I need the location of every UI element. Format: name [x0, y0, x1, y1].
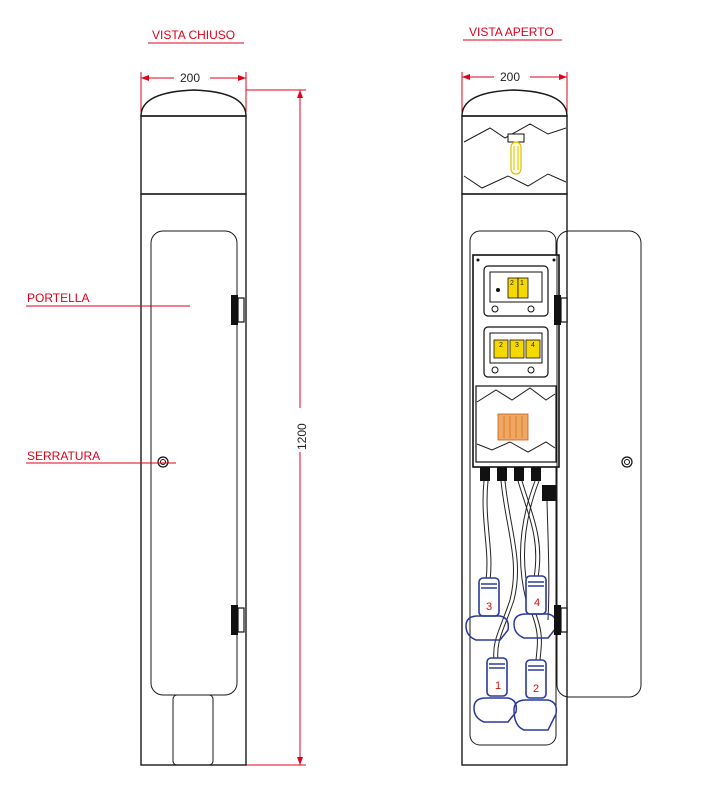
open-view-title: VISTA APERTO	[469, 25, 554, 39]
closed-hinge-top	[231, 295, 245, 325]
closed-base-slot	[172, 694, 214, 766]
closed-hinge-bottom	[231, 605, 245, 635]
terminal-block	[497, 413, 529, 441]
closed-height-dimension: 1200	[246, 89, 309, 766]
socket-1: 1	[473, 657, 518, 723]
breaker-bottom-label-1: 2	[499, 342, 503, 349]
breaker-box-top: 2 1	[483, 265, 549, 317]
closed-cap	[140, 89, 247, 117]
open-lock	[621, 456, 633, 468]
open-door	[556, 230, 642, 698]
open-cap	[461, 89, 568, 117]
lock-label: SERRATURA	[27, 449, 100, 463]
socket-3-label: 3	[486, 601, 492, 613]
socket-2-label: 2	[533, 683, 539, 695]
closed-width-dimension: 200	[140, 70, 247, 112]
socket-2: 2	[513, 659, 558, 731]
socket-4: 4	[513, 575, 558, 639]
open-width-label: 200	[500, 70, 520, 84]
breaker-top-label-1: 2	[510, 280, 514, 287]
closed-width-label: 200	[180, 71, 200, 85]
socket-3: 3	[465, 577, 510, 641]
door-label: PORTELLA	[27, 291, 89, 305]
closed-head	[140, 115, 247, 195]
socket-4-label: 4	[534, 597, 540, 609]
open-hinge-top	[554, 295, 568, 325]
lamp-fixture	[507, 133, 525, 175]
open-width-dimension: 200	[461, 69, 568, 112]
breaker-box-bottom: 2 3 4	[483, 326, 549, 378]
closed-view: VISTA CHIUSO 200 1200	[26, 28, 309, 766]
closed-view-title: VISTA CHIUSO	[152, 28, 235, 42]
breaker-bottom-label-3: 4	[531, 342, 535, 349]
head-break-top	[463, 123, 567, 143]
open-column	[461, 193, 568, 766]
head-break-bottom	[463, 173, 567, 189]
open-view: VISTA APERTO 200	[461, 25, 642, 766]
closed-lock	[157, 456, 169, 468]
closed-height-label: 1200	[295, 423, 309, 450]
socket-1-label: 1	[495, 680, 501, 692]
cables	[482, 480, 550, 661]
breaker-bottom-label-2: 3	[515, 342, 519, 349]
junction-box	[475, 385, 557, 463]
cable-glands	[480, 467, 556, 501]
closed-column	[140, 193, 247, 766]
open-hinge-bottom	[554, 605, 568, 635]
breaker-top-label-2: 1	[520, 280, 524, 287]
